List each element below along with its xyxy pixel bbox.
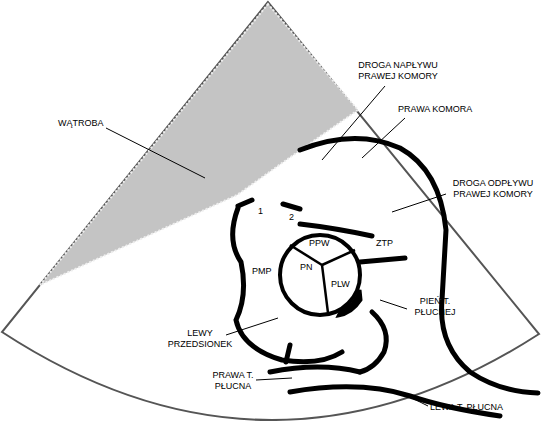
region-label: DROGA ODPŁYWU PRAWEJ KOMORY	[448, 178, 538, 200]
valve-crescent	[338, 290, 361, 316]
leader-line	[412, 398, 428, 406]
leader-line	[256, 378, 292, 380]
wall-segment	[238, 200, 252, 206]
cusp-label: PLW	[331, 279, 350, 290]
outflow-wall	[360, 258, 405, 262]
leader-line	[362, 118, 405, 158]
wall-segment	[283, 204, 300, 209]
heart-walls	[233, 138, 538, 416]
cusp-label: PPW	[309, 238, 330, 249]
chamber-label: LEWY PRZEDSIONEK	[162, 328, 238, 350]
leader-line	[380, 300, 407, 309]
leader-line	[226, 318, 278, 335]
wall-segment	[286, 345, 290, 362]
cusp-line	[322, 265, 328, 313]
structure-label: PMP	[252, 266, 272, 277]
leader-line	[322, 86, 385, 160]
aortic-valve-ring	[280, 235, 360, 315]
vessel-label: PRAWA T. PŁUCNA	[205, 370, 261, 392]
organ-label: WĄTROBA	[58, 118, 104, 129]
callout-number: 1	[258, 206, 263, 217]
right-pa-wall	[270, 367, 360, 372]
valve-cusps	[290, 245, 355, 313]
left-atrium-wall	[233, 208, 342, 362]
chamber-label: PRAWA KOMORA	[398, 104, 472, 115]
leader-lines	[106, 86, 446, 406]
cusp-line	[322, 250, 355, 265]
callout-number: 2	[289, 212, 294, 223]
vessel-label: PIEŃ T. PŁUCNEJ	[409, 296, 461, 318]
structure-label: ZTP	[376, 238, 393, 249]
leader-line	[106, 128, 205, 178]
pulmonary-trunk-wall	[360, 312, 386, 372]
leader-line	[392, 194, 446, 212]
cusp-label: PN	[300, 262, 313, 273]
vessel-label: LEWA T. PŁUCNA	[430, 402, 503, 413]
region-label: DROGA NAPŁYWU PRAWEJ KOMORY	[352, 60, 444, 82]
